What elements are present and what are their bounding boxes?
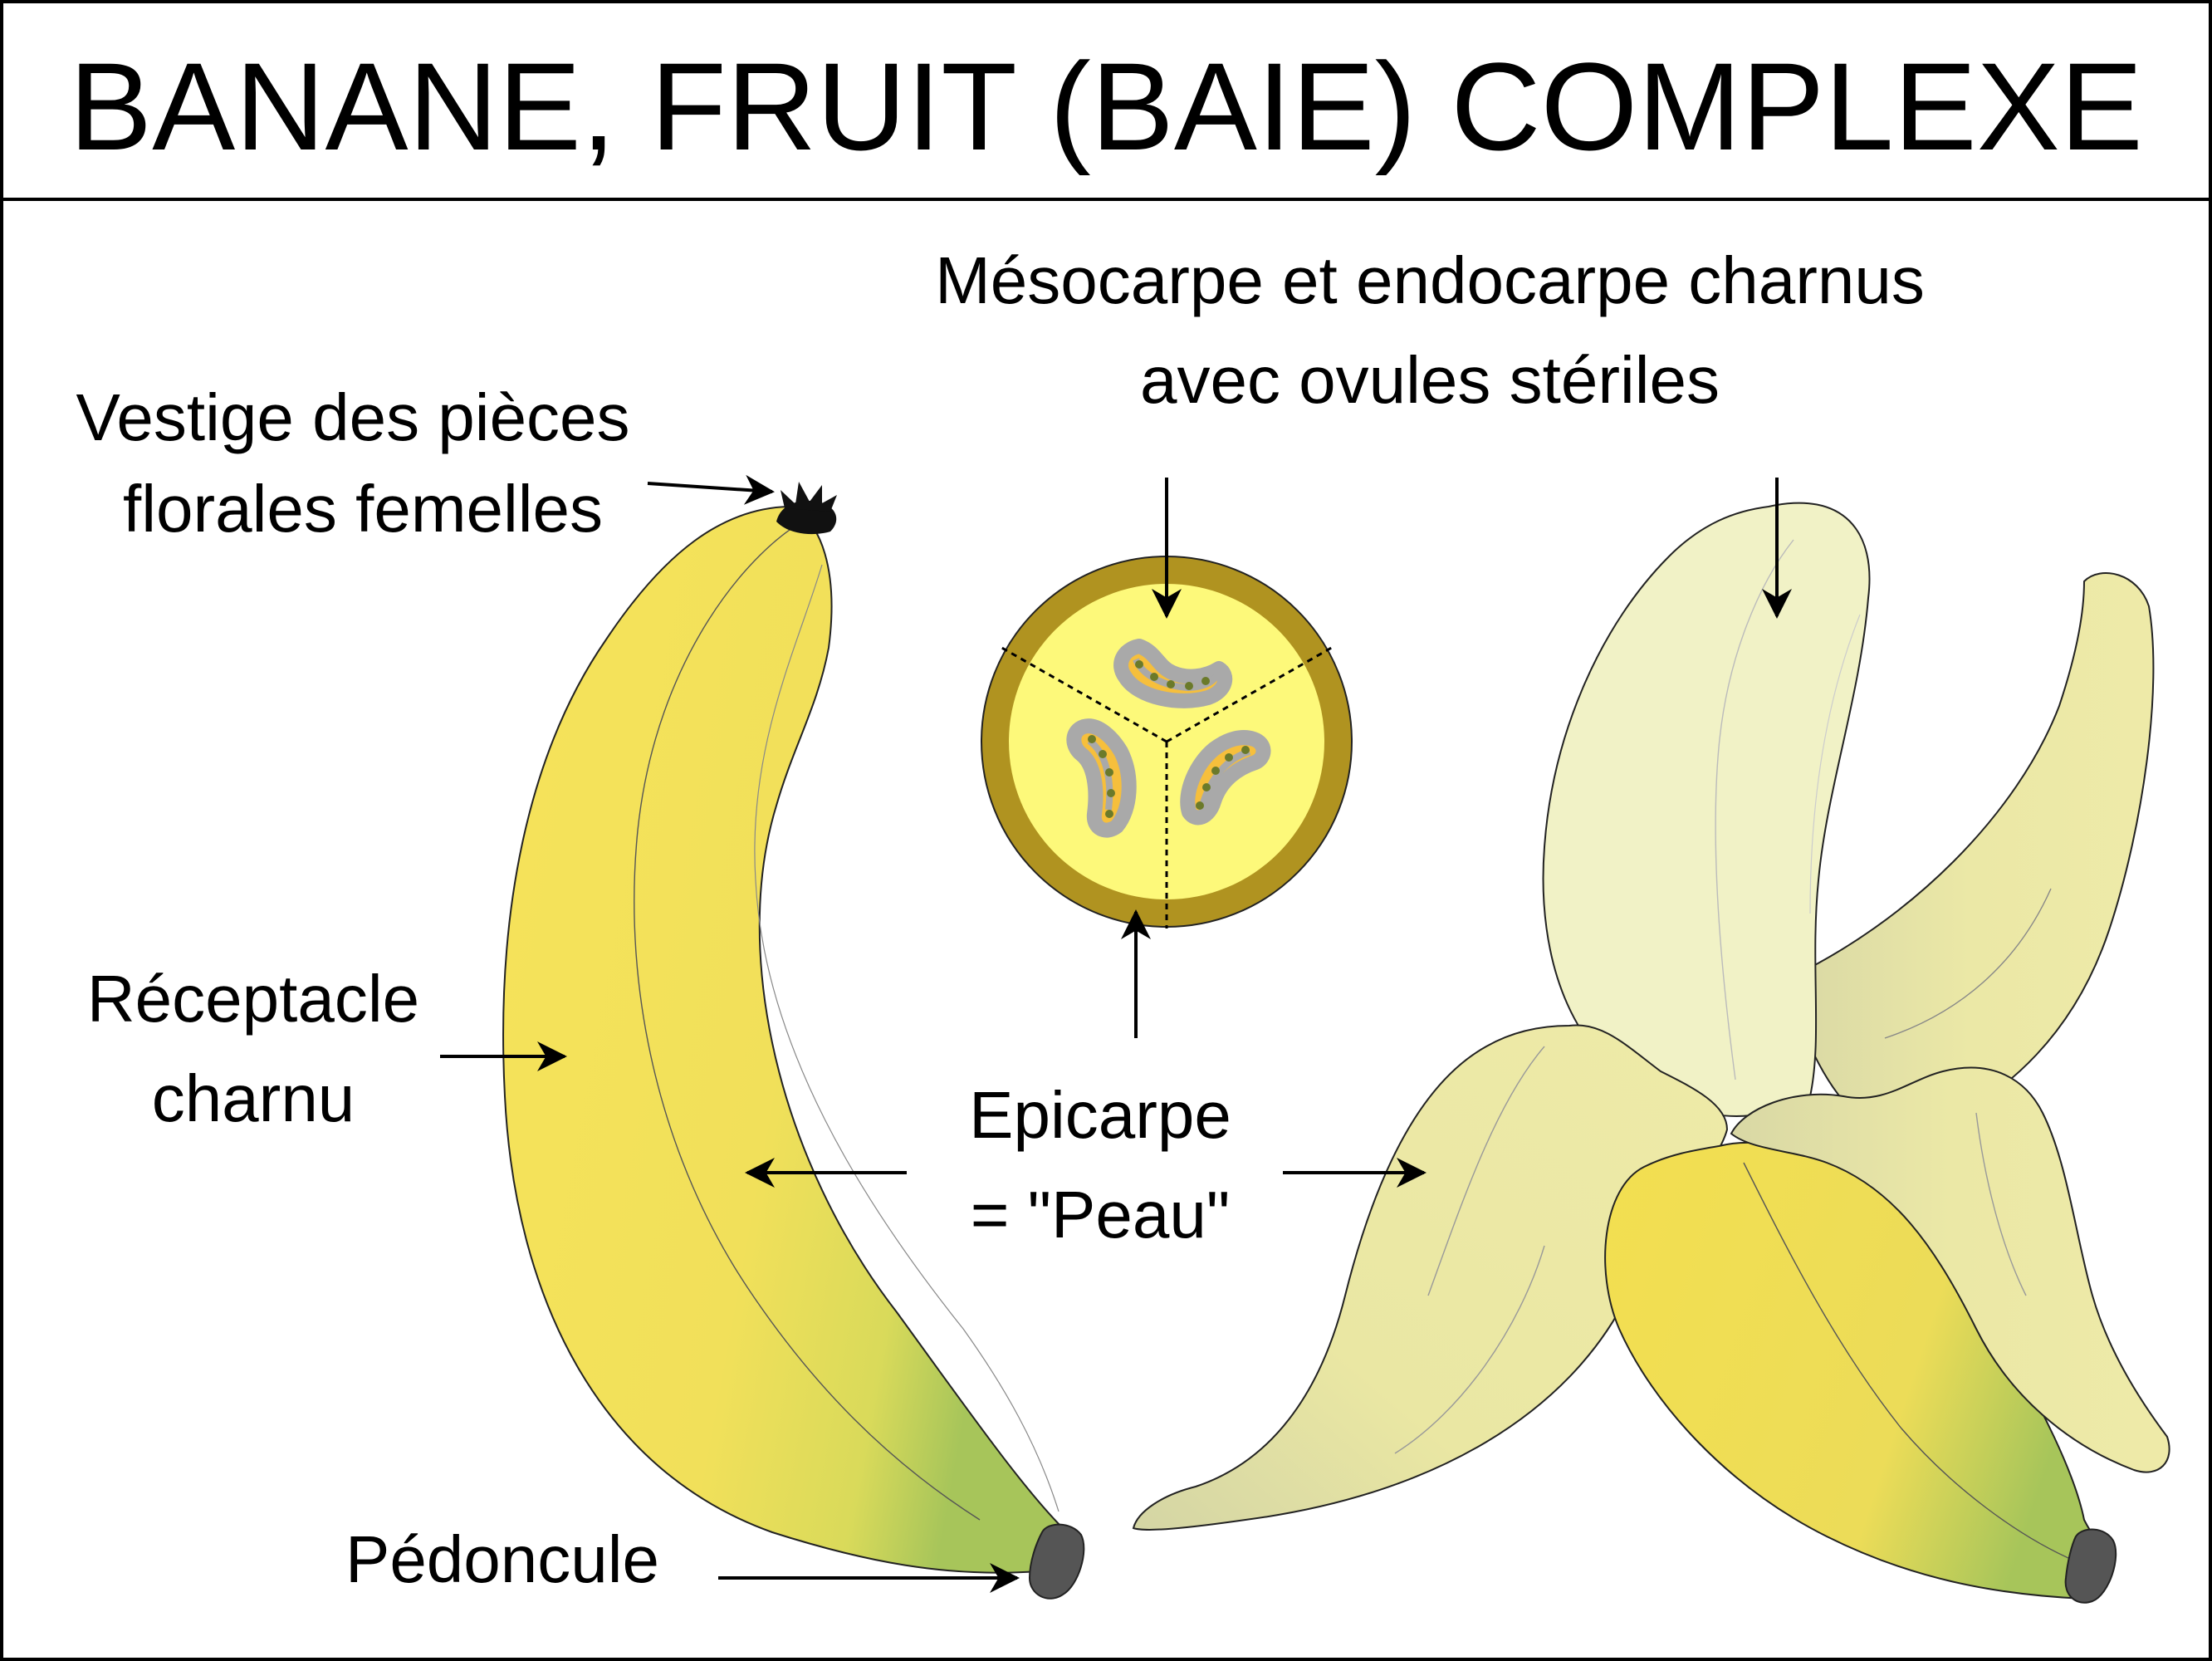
whole-banana-ridge-1: [634, 518, 981, 1521]
label-receptacle-line2: charnu: [152, 1061, 355, 1135]
whole-banana-stem: [1028, 1523, 1085, 1600]
label-mesocarpe-line2: avec ovules stériles: [1140, 343, 1720, 417]
label-receptacle-line1: Réceptacle: [87, 962, 419, 1036]
whole-banana: [502, 482, 1085, 1600]
whole-banana-body: [502, 505, 1064, 1574]
arrow-vestige: [647, 474, 775, 505]
label-vestige-line2: florales femelles: [123, 472, 603, 546]
label-vestige-line1: Vestige des pièces: [76, 380, 629, 454]
label-pedoncule: Pédoncule: [345, 1522, 659, 1596]
peel-left-fold-2: [1394, 1245, 1545, 1454]
label-epicarpe-line2: = "Peau": [971, 1178, 1231, 1252]
cross-section: [981, 556, 1353, 928]
ovule-cluster-left: [1066, 718, 1137, 838]
peel-left-fold: [1427, 1046, 1545, 1296]
peeled-flesh-ridge-2: [1809, 614, 1861, 914]
peel-left-flap: [1132, 1024, 1729, 1531]
peeled-flesh-ridge: [1715, 539, 1794, 1080]
diagram-title: BANANE, FRUIT (BAIE) COMPLEXE: [69, 37, 2143, 176]
peel-right-fold: [1975, 1112, 2027, 1296]
floral-remnant-icon: [776, 482, 837, 535]
peeled-flesh: [1542, 502, 1871, 1117]
label-mesocarpe-line1: Mésocarpe et endocarpe charnus: [935, 243, 1925, 317]
peel-back-strip-fold: [1884, 888, 2052, 1039]
peeled-banana: [1132, 502, 2170, 1604]
label-epicarpe-line1: Epicarpe: [969, 1078, 1231, 1152]
ovule-cluster-right: [1180, 730, 1271, 826]
whole-banana-ridge-2: [754, 564, 1060, 1512]
peeled-banana-stem: [2064, 1528, 2117, 1604]
peel-right-flap: [1730, 1066, 2170, 1473]
ovule-cluster-top: [1113, 639, 1233, 708]
peel-front-ridge: [1743, 1162, 2077, 1562]
